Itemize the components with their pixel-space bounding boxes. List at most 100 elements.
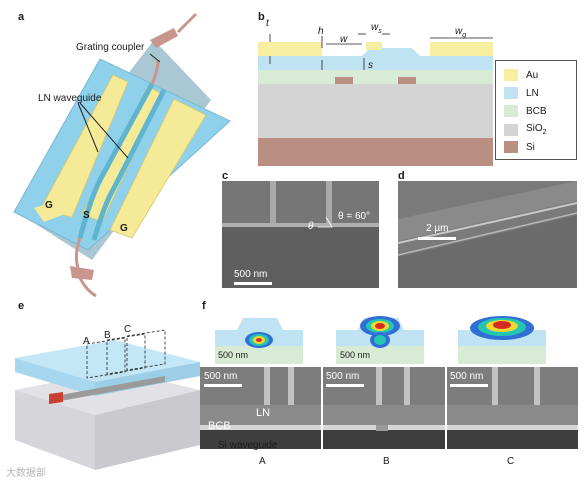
grating-arrow [149, 53, 161, 63]
si-strip-left [335, 77, 353, 84]
ridge-top-surface [222, 181, 379, 223]
sem-a-scale-label: 500 nm [204, 371, 238, 382]
sem-a-scale-bar [204, 384, 242, 387]
cut-label-a: A [83, 336, 90, 347]
theta-label: θ [308, 221, 314, 232]
legend-swatch-ln [504, 87, 518, 99]
legend-item-bcb: BCB [504, 105, 547, 117]
sem-ln-layer [200, 405, 578, 425]
sem-sidewall-c2 [534, 367, 540, 405]
waveguide-arm-2 [91, 88, 167, 241]
lower-fiber [74, 237, 82, 269]
sem-b-scale-label: 500 nm [326, 371, 360, 382]
sio2-layer [258, 84, 493, 138]
sem-cut-label-b: B [383, 456, 390, 467]
panel-a-device-schematic [13, 12, 231, 298]
ground-pad-left [34, 200, 70, 222]
si-waveguide-label: Si waveguide [218, 440, 278, 451]
electrode-g-right-label: G [120, 223, 128, 234]
sem-c-scale-label: 500 nm [450, 371, 484, 382]
watermark: 大数据部 [6, 468, 46, 479]
panel-c-sem-image: θ θ = 60° 500 nm [222, 181, 379, 288]
dim-s-label: s [368, 60, 373, 71]
cut-planes [86, 329, 166, 379]
panel-label-a: a [18, 11, 25, 23]
ridge-left-edge [270, 181, 276, 223]
panel-d-waveguide-lines [398, 181, 577, 288]
substrate-front-face [15, 390, 95, 470]
ln-waveguide-label: LN waveguide [38, 93, 102, 104]
panel-e-taper-schematic [15, 329, 200, 470]
mode-a-scale-label: 500 nm [218, 350, 249, 360]
panel-label-b: b [258, 11, 265, 23]
legend-swatch-si [504, 141, 518, 153]
ln-arrow-1 [77, 102, 99, 153]
sem-ln-label: LN [256, 407, 271, 419]
panel-d-scale-bar [418, 237, 456, 240]
panel-c-scale-label: 500 nm [234, 269, 268, 280]
legend-swatch-au [504, 69, 518, 81]
upper-fiber [150, 59, 160, 85]
sem-upper-region [200, 367, 578, 405]
au-right [430, 42, 493, 56]
panel-f-sem-strip: 500 nm 500 nm 500 nm LN BCB [200, 367, 578, 449]
au-signal [366, 42, 382, 50]
panel-d-sem-image: 2 µm [398, 181, 577, 288]
si-layer [258, 138, 493, 166]
panel-label-f: f [202, 300, 206, 312]
sem-b-scale-bar [326, 384, 364, 387]
mode-profile-b [336, 316, 424, 364]
angle-marker [318, 216, 333, 228]
panel-label-e: e [18, 300, 25, 312]
mode-profile-c [458, 316, 546, 364]
grating-coupler-label: Grating coupler [76, 42, 145, 53]
si-strip-right [398, 77, 416, 84]
ln-slab [258, 56, 493, 70]
legend-item-ln: LN [504, 87, 539, 99]
cut-label-b: B [104, 330, 111, 341]
legend-swatch-bcb [504, 105, 518, 117]
lower-fiber-lead [78, 277, 97, 298]
sem-sidewall-b2 [404, 367, 410, 405]
sem-divider-2 [445, 367, 447, 449]
sem-sidewall-b1 [376, 367, 382, 405]
dim-wg-label: wg [455, 26, 467, 39]
sem-bcb-layer [200, 430, 578, 449]
sem-sidewall-a1 [264, 367, 270, 405]
ridge-right-edge [326, 181, 332, 223]
substrate-right-face [95, 390, 200, 470]
cut-label-c: C [124, 324, 132, 335]
sem-c-scale-bar [450, 384, 488, 387]
dim-h-label: h [318, 26, 324, 37]
panel-b-cross-section [258, 33, 493, 166]
legend-item-si: Si [504, 141, 535, 153]
mode-profile-a [215, 318, 303, 364]
ln-slab-front [15, 358, 95, 396]
sem-bcb-interface [200, 425, 578, 430]
bcb-layer [258, 70, 493, 84]
panel-label-d: d [398, 170, 405, 182]
sem-cut-label-c: C [507, 456, 515, 467]
sem-divider-1 [321, 367, 323, 449]
panel-b-legend: Au LN BCB SiO2 Si [495, 60, 577, 160]
substrate-region [222, 227, 379, 288]
dim-ws-label: ws [371, 22, 382, 35]
sem-sidewall-a2 [288, 367, 294, 405]
panel-d-scale-label: 2 µm [426, 223, 449, 234]
electrode-g-left-label: G [45, 200, 53, 211]
lower-grating-coupler [70, 266, 94, 280]
legend-item-sio2: SiO2 [504, 123, 547, 136]
au-left [258, 42, 322, 56]
panel-c-scale-bar [234, 282, 272, 285]
mode-b-scale-label: 500 nm [340, 350, 371, 360]
slab-edge [222, 223, 379, 227]
legend-item-au: Au [504, 69, 538, 81]
ground-electrode-right [109, 98, 207, 239]
dim-w-label: w [340, 34, 348, 45]
ln-arrow-2 [79, 102, 129, 159]
si-waveguide [55, 376, 165, 402]
ln-slab-top [15, 340, 200, 382]
dim-t-label: t [266, 18, 269, 29]
panel-label-c: c [222, 170, 229, 182]
legend-swatch-sio2 [504, 123, 518, 136]
